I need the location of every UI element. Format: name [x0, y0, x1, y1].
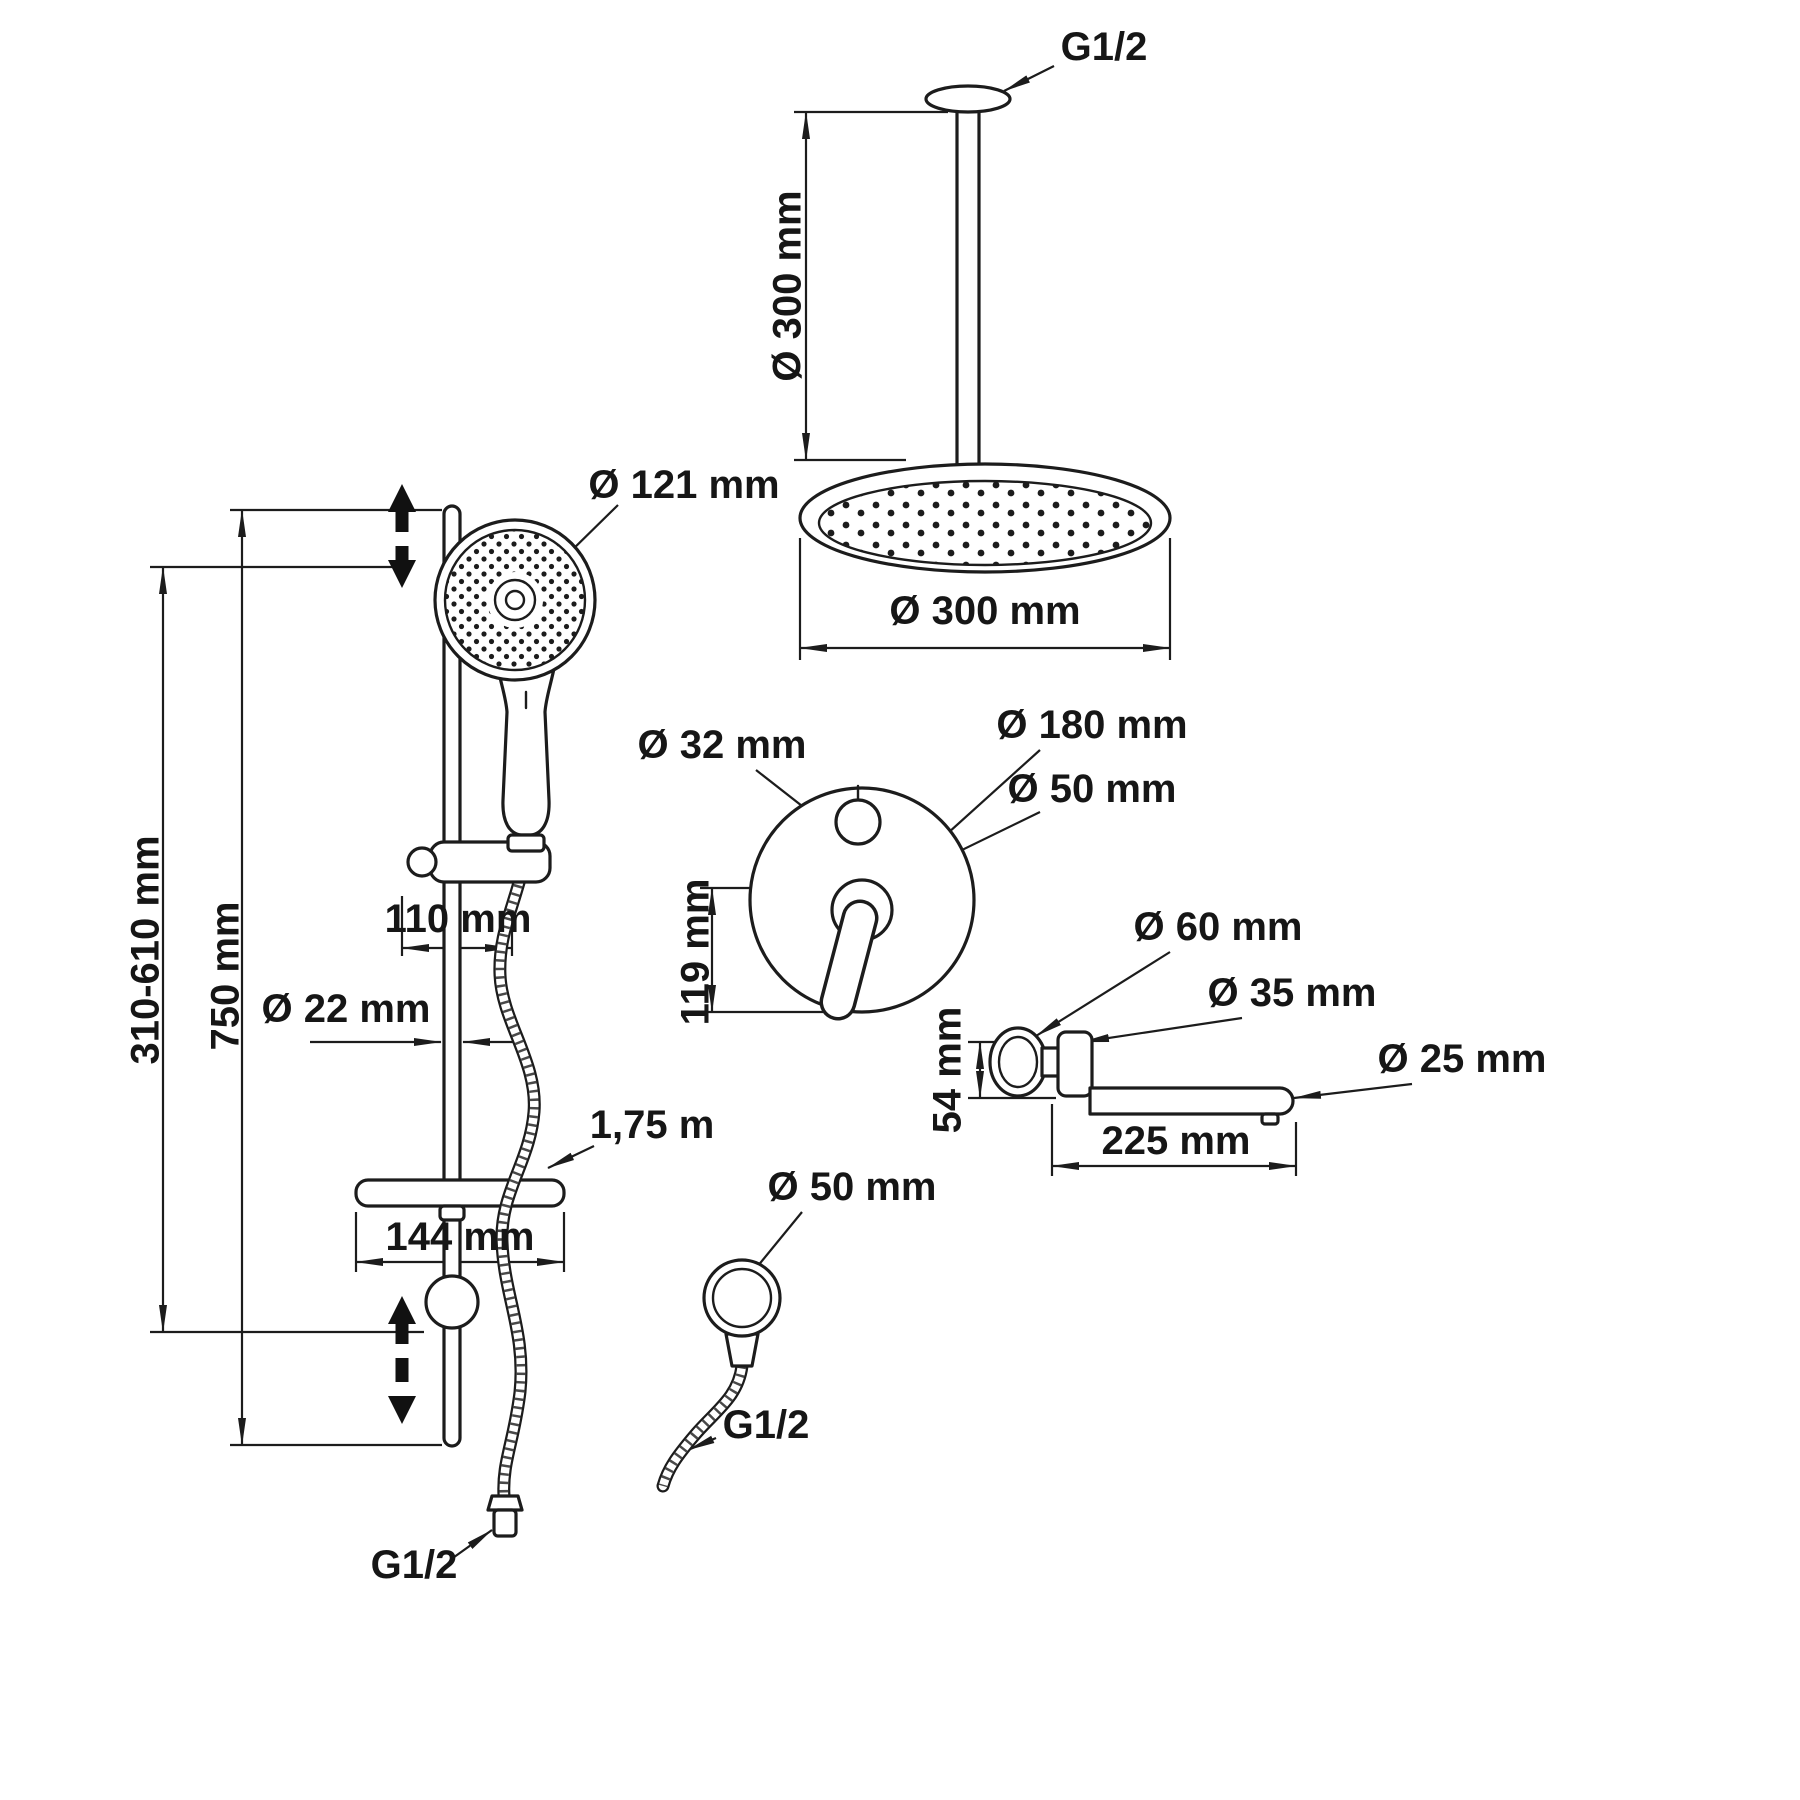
dim-ceiling-thread: G1/2 — [1061, 25, 1148, 69]
dim-outlet-thread: G1/2 — [723, 1403, 810, 1447]
ceiling-arm — [955, 98, 981, 474]
spout-tube — [1088, 1086, 1295, 1116]
lower-bracket-knob — [424, 1274, 480, 1330]
hose-end-nut — [492, 1508, 518, 1538]
outlet-cone-fitting — [724, 1332, 760, 1368]
wall-outlet: Ø 50 mm G1/2 — [656, 1165, 937, 1493]
adjustability-arrow-bottom — [388, 1296, 416, 1424]
adjustability-arrow-top — [388, 484, 416, 588]
shower-hose — [486, 845, 541, 1538]
dim-spout-outlet-diameter: Ø 25 mm — [1378, 1037, 1547, 1081]
mixer-lever — [819, 899, 879, 1021]
dim-plate-diameter: Ø 180 mm — [996, 703, 1187, 747]
mixer-diverter-knob — [834, 798, 882, 846]
rail-assembly: Ø 121 mm 310-610 mm 750 mm 110 mm Ø 22 m… — [124, 463, 780, 1587]
wall-spout: Ø 60 mm Ø 35 mm Ø 25 mm 54 mm 225 mm — [926, 905, 1547, 1176]
ceiling-flange — [924, 84, 1012, 114]
hand-shower — [433, 518, 597, 853]
outlet-escutcheon — [702, 1258, 782, 1338]
dim-shelf-width: 144 mm — [386, 1215, 535, 1259]
dim-travel-range: 310-610 mm — [124, 835, 168, 1064]
outlet-hose — [656, 1359, 749, 1493]
dim-diverter-diameter: Ø 32 mm — [638, 723, 807, 767]
concealed-mixer: Ø 32 mm Ø 180 mm Ø 50 mm 119 mm — [638, 703, 1188, 1025]
dim-rail-diameter: Ø 22 mm — [262, 987, 431, 1031]
dim-outlet-diameter: Ø 50 mm — [768, 1165, 937, 1209]
ceiling-rain-shower: G1/2 Ø 300 mm Ø 300 mm — [766, 25, 1172, 660]
dim-ceiling-arm-length: Ø 300 mm — [766, 190, 810, 381]
dim-spout-drop: 54 mm — [926, 1007, 970, 1134]
dim-rain-head-diameter: Ø 300 mm — [889, 589, 1080, 633]
dim-rail-length: 750 mm — [204, 902, 248, 1051]
dim-holder-width: 110 mm — [385, 897, 532, 941]
soap-shelf — [354, 1178, 566, 1222]
dim-hand-shower-diameter: Ø 121 mm — [588, 463, 779, 507]
dim-hose-thread: G1/2 — [371, 1543, 458, 1587]
dim-spout-reach: 225 mm — [1102, 1119, 1251, 1163]
dim-lever-diameter: Ø 50 mm — [1008, 767, 1177, 811]
dim-hose-length: 1,75 m — [590, 1103, 715, 1147]
spout-dimension-lines — [968, 951, 1413, 1176]
hand-shower-handle — [495, 662, 557, 837]
ceiling-dimension-lines — [794, 65, 1172, 660]
hose-cone-fitting — [486, 1494, 524, 1512]
rain-shower-face — [817, 479, 1153, 567]
dim-spout-body-diameter: Ø 35 mm — [1208, 971, 1377, 1015]
dim-spout-flange-diameter: Ø 60 mm — [1134, 905, 1303, 949]
spout-body — [1056, 1030, 1094, 1098]
dim-mixer-height: 119 mm — [674, 879, 718, 1026]
spout-outlet-nub — [1260, 1112, 1280, 1126]
